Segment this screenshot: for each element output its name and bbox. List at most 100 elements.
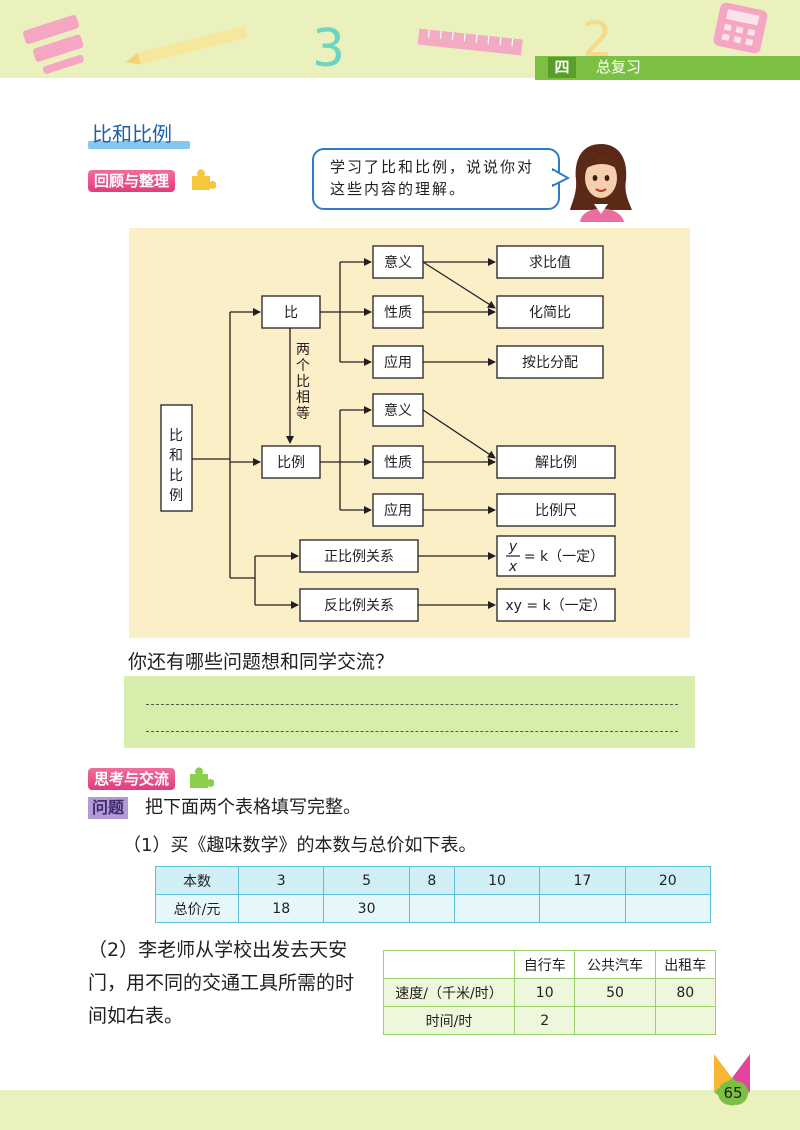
blank-cell[interactable] (654, 1006, 717, 1035)
blank-cell[interactable] (408, 894, 455, 923)
ratio-meaning-label: 意义 (384, 254, 412, 271)
answer-line[interactable] (146, 704, 678, 705)
travel-time-table: 自行车 公共汽车 出租车 速度/（千米/时） 10 50 80 时间/时 2 (383, 950, 717, 1035)
chapter-bar (535, 56, 800, 80)
table-cell: 50 (574, 978, 656, 1007)
proportion-meaning-label: 意义 (384, 402, 412, 419)
table-row: 速度/（千米/时） 10 50 80 (383, 978, 717, 1007)
header-decoration: 3 2 (22, 2, 768, 79)
ratio-value-node (496, 245, 604, 279)
table-row: 时间/时 2 (383, 1006, 717, 1035)
ruler-pink-icon (417, 28, 523, 56)
question-text: 把下面两个表格填写完整。 (145, 797, 361, 818)
inverse-formula-label: xy = k（一定） (505, 598, 606, 614)
speech-bubble (312, 148, 560, 210)
direct-formula-rest: = k（一定） (524, 549, 604, 565)
pencil-icon (125, 26, 247, 65)
root-label-char: 和 (169, 448, 183, 464)
link-label-char: 个 (296, 358, 310, 374)
part-one-text: （1）买《趣味数学》的本数与总价如下表。 (123, 835, 477, 856)
puzzle-icon (192, 169, 216, 190)
discussion-prompt: 你还有哪些问题想和同学交流？ (128, 651, 395, 673)
root-label-char: 例 (169, 488, 183, 504)
table-cell: 出租车 (654, 950, 717, 979)
chapter-number: 四 (548, 57, 576, 78)
proportion-property-label: 性质 (384, 455, 412, 471)
question-tag: 问题 (88, 797, 129, 819)
formula-denominator: x (508, 559, 518, 575)
proportion-property-node (372, 445, 424, 479)
review-tag: 回顾与整理 (88, 170, 176, 192)
blank-cell[interactable] (624, 894, 712, 923)
table-cell: 8 (408, 866, 455, 895)
table-cell: 18 (237, 894, 325, 923)
proportion-application-label: 应用 (384, 502, 412, 519)
table-cell: 17 (539, 866, 626, 895)
section-title-highlight (88, 141, 190, 149)
part-two-text: （2）李老师从学校出发去天安门，用不同的交通工具所需的时间如右表。 (88, 939, 355, 1027)
root-node (160, 404, 193, 512)
speech-text: 学习了比和比例，说说你对这些内容的理解。 (330, 158, 535, 198)
table-cell: 2 (513, 1006, 576, 1035)
blank-cell[interactable] (539, 894, 626, 923)
answer-line[interactable] (146, 731, 678, 732)
speech-bubble-tail (552, 167, 570, 188)
section-title: 比和比例 (92, 122, 172, 146)
footer-band (0, 1090, 800, 1130)
link-label-char: 两 (296, 342, 310, 358)
direct-proportion-label: 正比例关系 (324, 549, 394, 565)
table-cell: 总价/元 (155, 894, 239, 923)
books-price-table: 本数 3 5 8 10 17 20 总价/元 18 30 (155, 866, 712, 923)
ruler-icon (22, 14, 84, 74)
teacher-avatar (570, 144, 632, 222)
table-cell: 自行车 (513, 950, 576, 979)
table-cell: 20 (624, 866, 712, 895)
table-row: 本数 3 5 8 10 17 20 (155, 866, 712, 895)
ratio-application-label: 应用 (384, 354, 412, 371)
chapter-title: 总复习 (596, 58, 642, 76)
calculator-icon (713, 2, 768, 54)
proportion-label: 比例 (277, 455, 305, 471)
ratio-label: 比 (284, 305, 298, 321)
ratio-value-label: 求比值 (529, 255, 571, 271)
table-cell: 本数 (155, 866, 239, 895)
simplify-ratio-label: 化简比 (529, 304, 571, 321)
concept-map: 比 和 比 例 比 比例 两 个 比 相 等 意义 性质 应用 意义 性质 应用… (160, 245, 616, 622)
inverse-formula-node (496, 588, 616, 622)
blank-cell[interactable] (453, 894, 541, 923)
solve-proportion-label: 解比例 (535, 455, 577, 471)
table-cell: 3 (237, 866, 325, 895)
page-number: 65 (718, 1081, 748, 1105)
link-label-char: 等 (296, 405, 310, 422)
scale-node (496, 493, 616, 527)
table-cell: 5 (323, 866, 410, 895)
ratio-meaning-node (372, 245, 424, 279)
table-row: 总价/元 18 30 (155, 894, 712, 923)
table-cell: 公共汽车 (574, 950, 656, 979)
root-label-char: 比 (169, 428, 183, 444)
table-cell: 10 (513, 978, 576, 1007)
solve-proportion-node (496, 445, 616, 479)
inverse-proportion-node (299, 588, 419, 622)
proportion-meaning-node (372, 393, 424, 427)
ratio-property-node (372, 295, 424, 329)
table-cell: 30 (323, 894, 410, 923)
digit-three-decoration: 3 (312, 19, 345, 79)
puzzle-icon (190, 767, 214, 788)
answer-box[interactable] (124, 676, 695, 748)
ratio-node (261, 295, 321, 329)
link-label-char: 相 (296, 390, 310, 406)
direct-proportion-node (299, 539, 419, 573)
table-row: 自行车 公共汽车 出租车 (383, 950, 717, 979)
distribute-by-ratio-node (496, 345, 604, 379)
proportion-application-node (372, 493, 424, 527)
ratio-application-node (372, 345, 424, 379)
think-tag: 思考与交流 (88, 768, 176, 790)
table-cell: 10 (453, 866, 541, 895)
blank-cell[interactable] (574, 1006, 656, 1035)
table-cell (383, 950, 515, 979)
distribute-label: 按比分配 (522, 355, 578, 371)
table-cell: 速度/（千米/时） (383, 978, 515, 1007)
root-label-char: 比 (169, 468, 183, 484)
formula-numerator: y (508, 539, 518, 555)
